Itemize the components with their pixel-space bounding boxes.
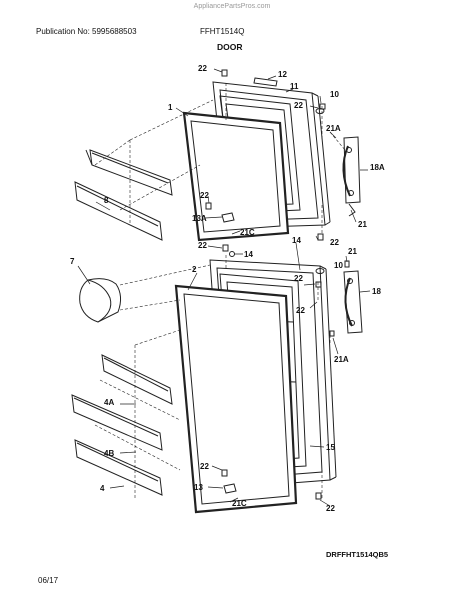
- callout-22: 22: [200, 462, 209, 471]
- watermark: AppliancePartsPros.com: [193, 3, 271, 10]
- callout-22: 22: [330, 238, 339, 247]
- callout-22: 22: [294, 274, 303, 283]
- callout-4a: 4A: [104, 398, 114, 407]
- callout-8: 8: [104, 196, 109, 205]
- callout-2: 2: [192, 265, 197, 274]
- callout-22: 22: [198, 64, 207, 73]
- callout-13a: 13A: [192, 214, 207, 223]
- callout-22: 22: [296, 306, 305, 315]
- callout-22: 22: [294, 101, 303, 110]
- callout-10: 10: [330, 90, 339, 99]
- model-number: FFHT1514Q: [200, 27, 245, 36]
- freezer-shelf-upper: [85, 149, 173, 196]
- callout-21: 21: [348, 247, 357, 256]
- callout-12: 12: [278, 70, 287, 79]
- callout-4b: 4B: [104, 449, 114, 458]
- callout-13: 13: [194, 483, 203, 492]
- freezer-door-handle: [342, 136, 361, 204]
- callout-1: 1: [168, 103, 173, 112]
- callout-22: 22: [200, 191, 209, 200]
- callout-4: 4: [100, 484, 105, 493]
- dairy-door-cover: [79, 278, 122, 323]
- callout-18: 18: [372, 287, 381, 296]
- callout-leader-lines: [77, 68, 371, 507]
- callout-11: 11: [290, 82, 299, 91]
- door-bin-middle: [71, 394, 163, 451]
- callout-21c: 21C: [240, 228, 255, 237]
- freezer-projection-lines: [94, 83, 346, 235]
- fresh-food-door-handle: [343, 270, 363, 334]
- callout-14: 14: [244, 250, 253, 259]
- callout-21a: 21A: [326, 124, 341, 133]
- callout-10: 10: [334, 261, 343, 270]
- publication-number: Publication No: 5995688503: [36, 27, 137, 36]
- door-bin-upper: [101, 354, 173, 405]
- freezer-shelf-lower: [74, 181, 163, 241]
- freezer-trim-strip: [253, 77, 278, 87]
- revision-date: 06/17: [38, 576, 59, 585]
- callout-21c: 21C: [232, 499, 247, 508]
- fresh-food-door-gasket: [174, 284, 298, 514]
- callout-18a: 18A: [370, 163, 385, 172]
- freezer-door-gasket: [182, 111, 290, 242]
- callout-21: 21: [358, 220, 367, 229]
- diagram-code: DRFFHT1514QB5: [326, 550, 389, 559]
- callout-22: 22: [198, 241, 207, 250]
- callout-7: 7: [70, 257, 75, 266]
- callout-21a: 21A: [334, 355, 349, 364]
- callout-22: 22: [326, 504, 335, 513]
- freezer-fasteners: [205, 69, 356, 241]
- door-bin-lower: [74, 439, 163, 496]
- fresh-food-projection-lines: [94, 255, 331, 500]
- section-title: DOOR: [217, 42, 243, 52]
- callout-15: 15: [326, 443, 335, 452]
- callout-14: 14: [292, 236, 301, 245]
